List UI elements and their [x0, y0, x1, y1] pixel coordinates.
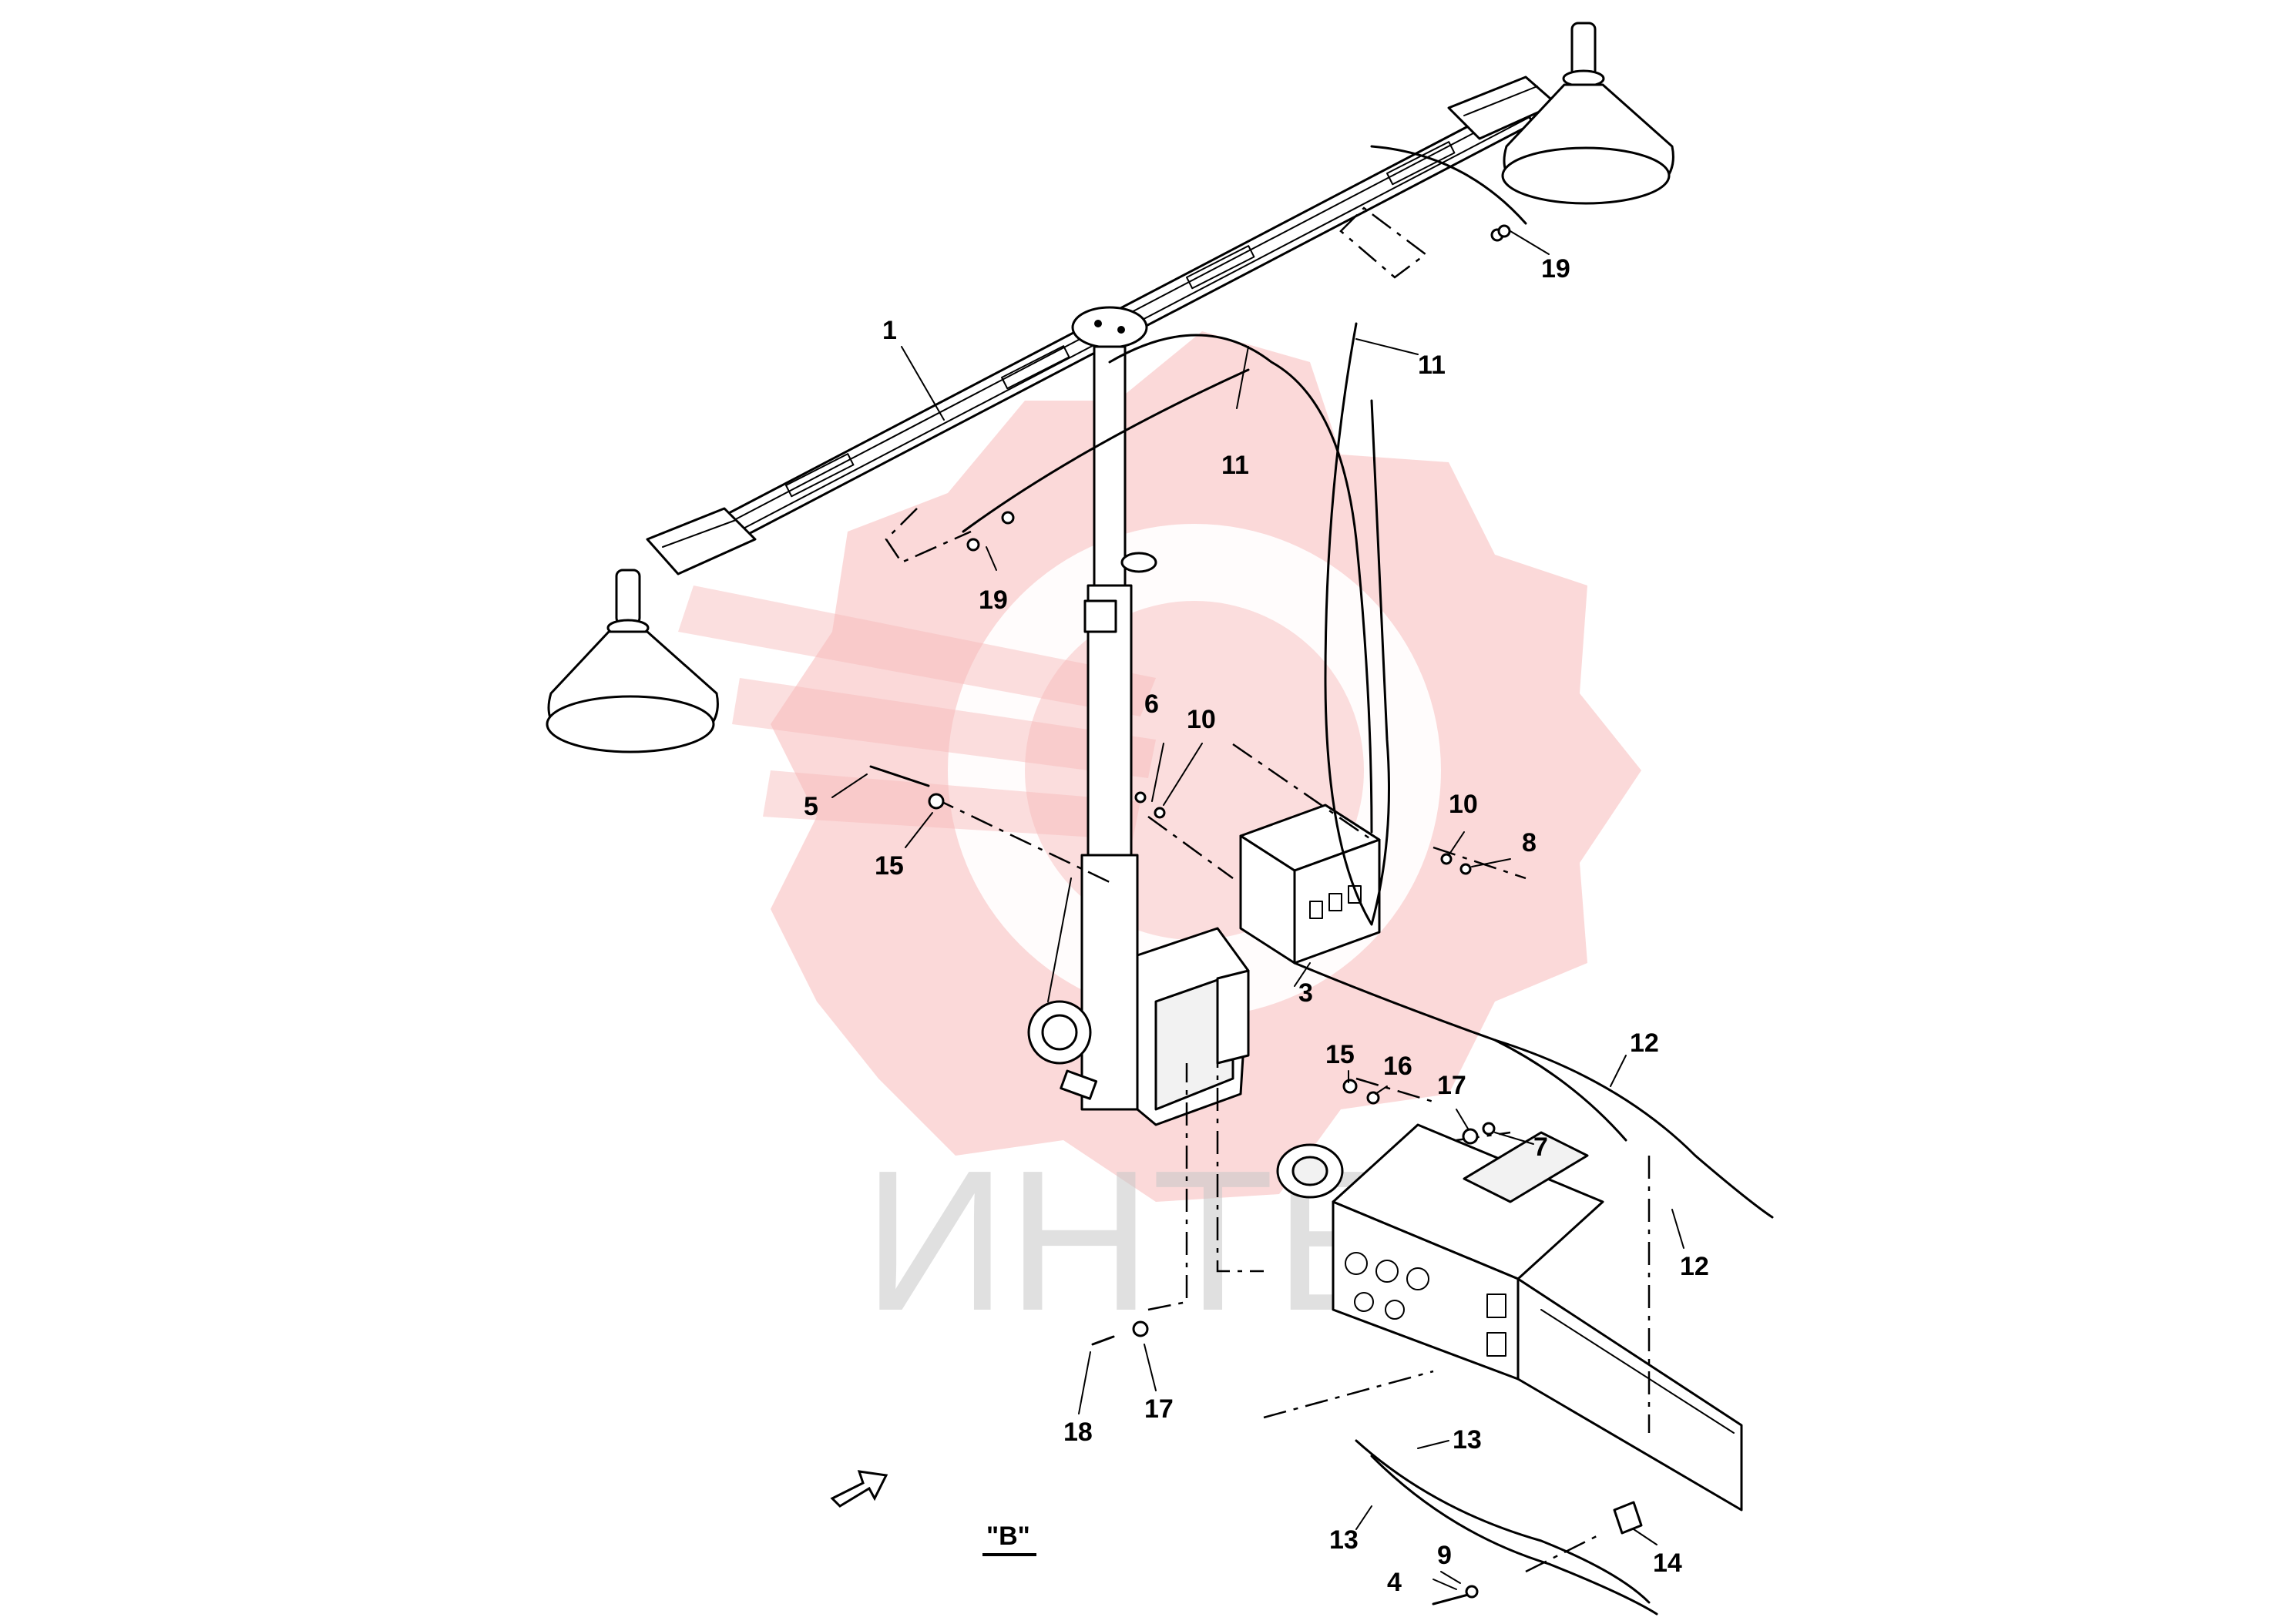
callout-7: 7 [1533, 1132, 1548, 1162]
callout-15-left: 15 [875, 851, 904, 881]
callouts: 1 3 4 5 6 7 8 9 10 10 11 11 12 12 13 13 … [804, 254, 1709, 1597]
callout-6: 6 [1144, 690, 1159, 719]
callout-16: 16 [1383, 1052, 1412, 1081]
callout-3: 3 [1298, 978, 1313, 1008]
callout-5: 5 [804, 792, 818, 821]
callout-18: 18 [1063, 1418, 1093, 1447]
view-b-marker: "B" [830, 1470, 1036, 1556]
callout-10-left: 10 [1187, 705, 1216, 734]
callout-12-top: 12 [1630, 1028, 1659, 1058]
view-direction-arrow-icon [830, 1470, 888, 1508]
base-frame [1276, 1123, 1743, 1512]
left-floodlight [546, 569, 719, 753]
junction-box [1239, 804, 1381, 965]
cables [962, 145, 1774, 1616]
callout-17-bottom: 17 [1144, 1394, 1174, 1424]
callout-4: 4 [1387, 1568, 1402, 1597]
callout-8: 8 [1522, 828, 1537, 857]
callout-12-bottom: 12 [1680, 1252, 1709, 1281]
hardware [869, 224, 1643, 1606]
callout-11-left: 11 [1221, 451, 1249, 480]
callout-15-right: 15 [1325, 1040, 1355, 1069]
callout-17-top: 17 [1437, 1071, 1466, 1100]
callout-9: 9 [1437, 1541, 1452, 1570]
right-floodlight [1501, 22, 1674, 205]
light-bar-assembly [646, 75, 1558, 575]
leader-lines [831, 230, 1684, 1590]
callout-13-bottom: 13 [1329, 1525, 1359, 1555]
callout-10-right: 10 [1449, 790, 1478, 819]
callout-19-left: 19 [979, 586, 1008, 615]
callout-19-right: 19 [1541, 254, 1570, 284]
callout-13-top: 13 [1453, 1425, 1482, 1455]
callout-1: 1 [882, 316, 897, 345]
view-label: "B" [986, 1522, 1030, 1551]
callout-14: 14 [1653, 1549, 1682, 1578]
callout-11-right: 11 [1418, 351, 1446, 380]
telescopic-mast [1027, 345, 1250, 1126]
